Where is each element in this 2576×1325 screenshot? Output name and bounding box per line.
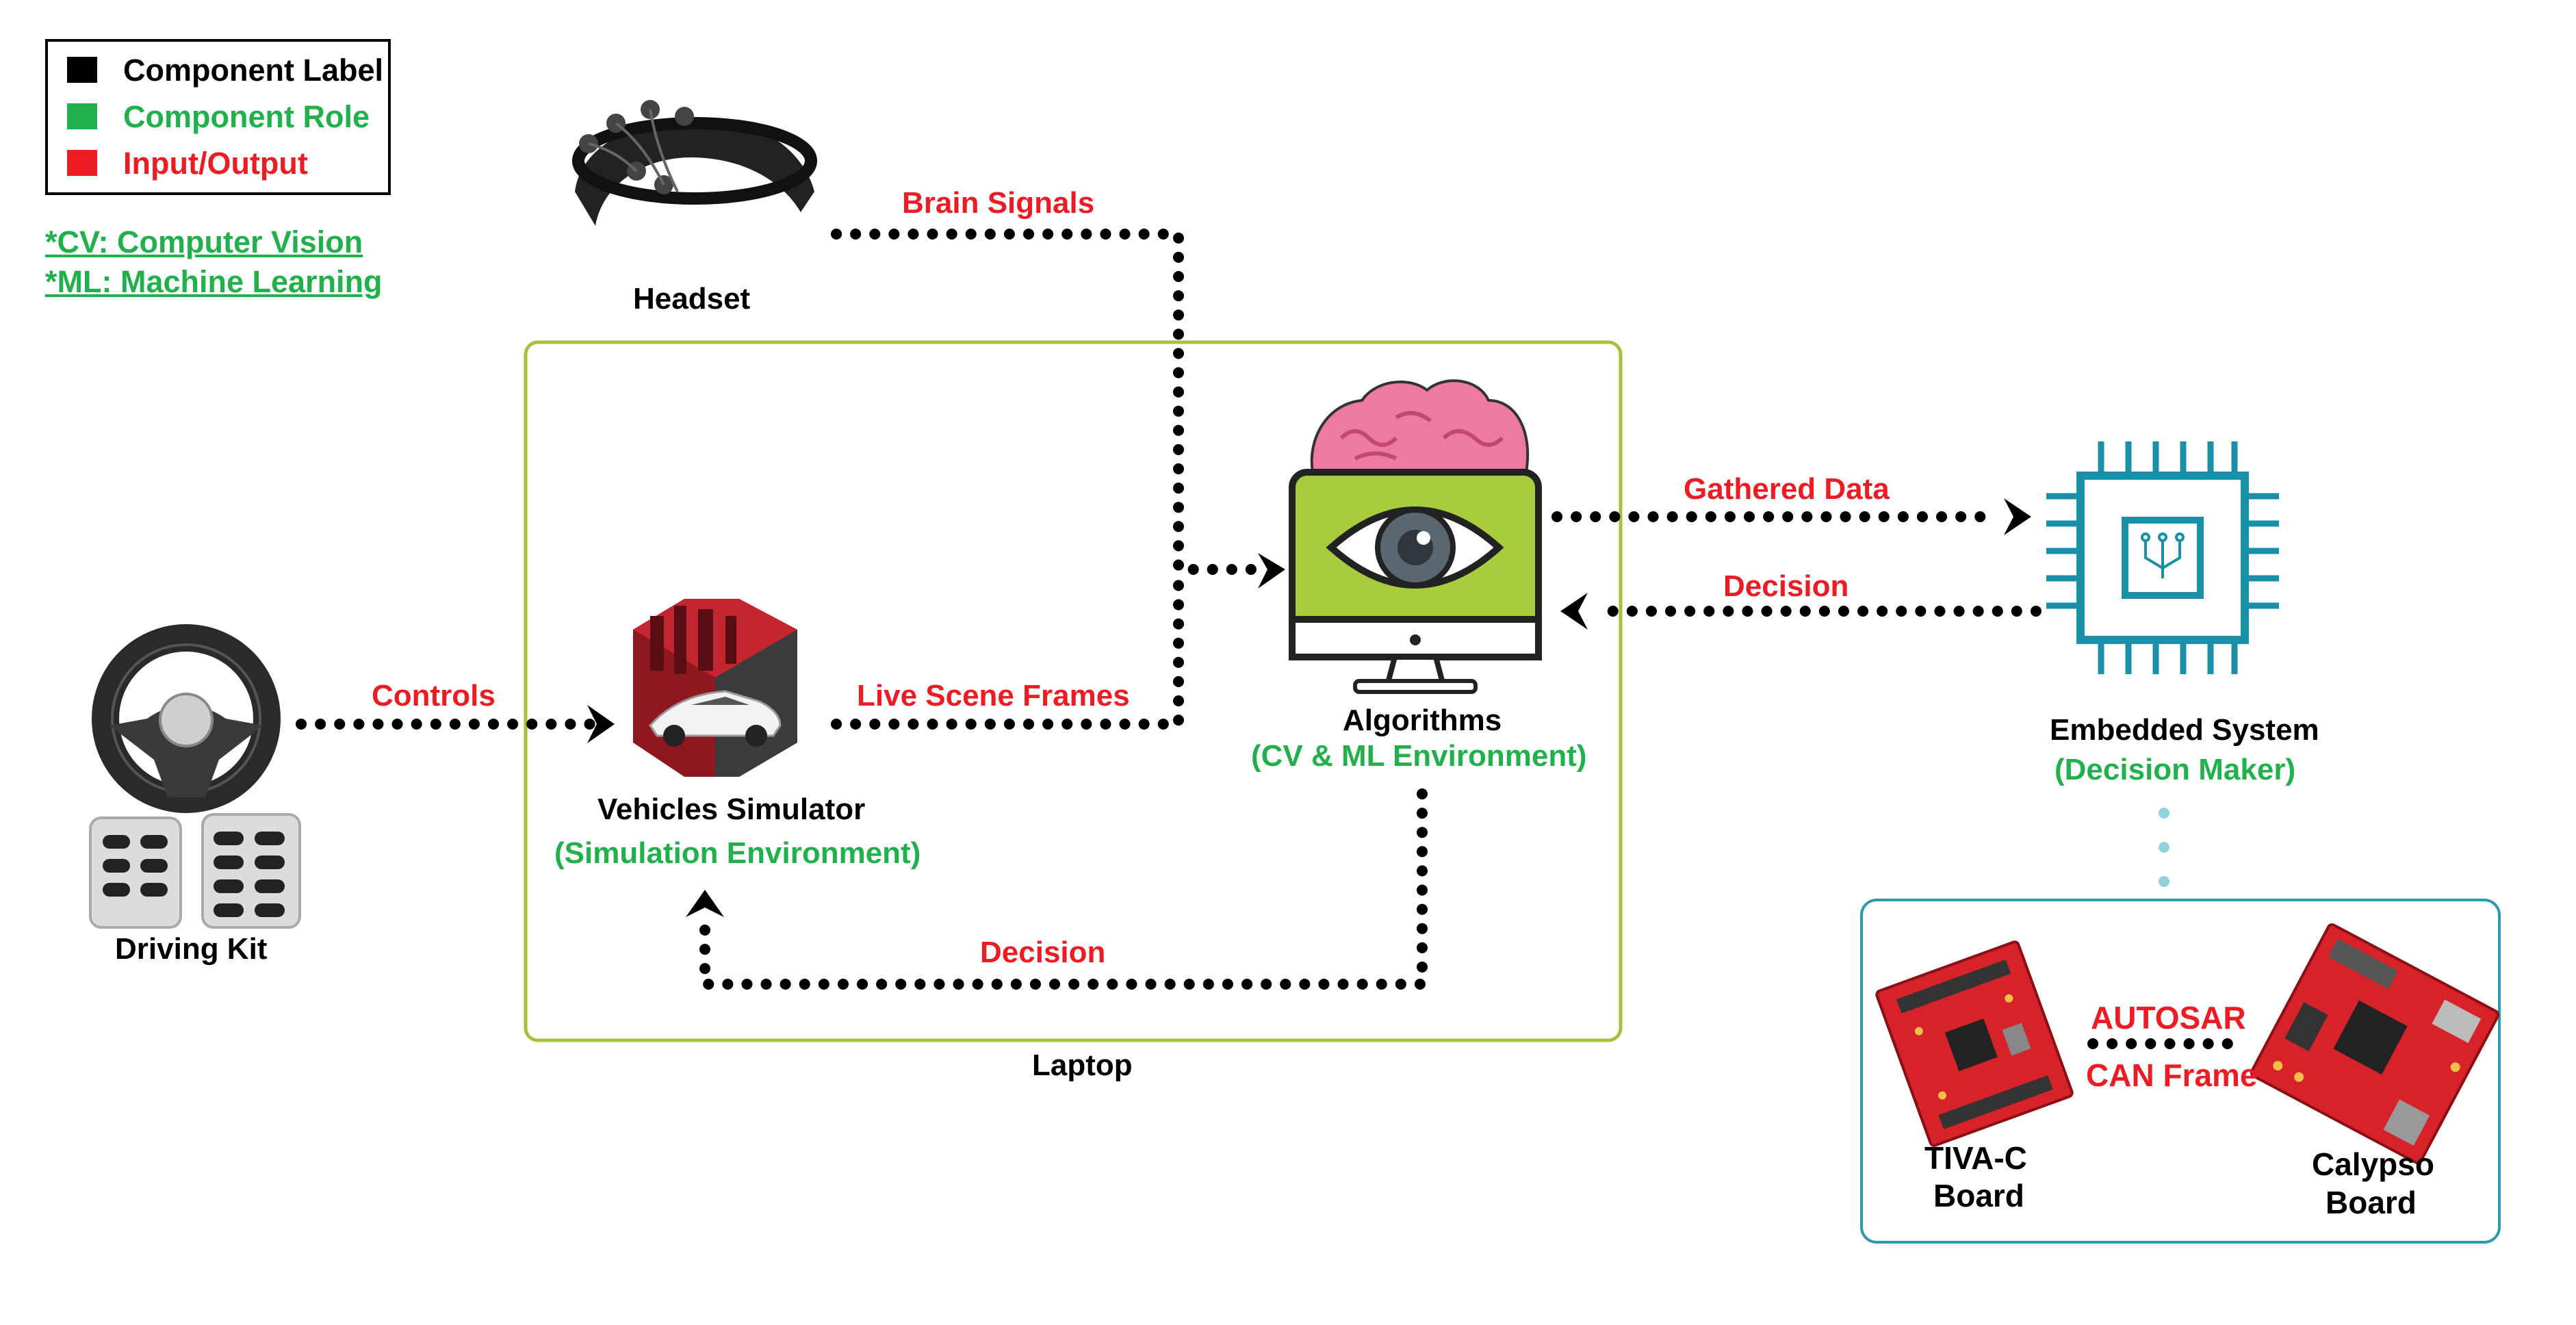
legend-text: Component Role: [123, 99, 370, 134]
link-dots: [2159, 808, 2169, 887]
embedded-system-role: (Decision Maker): [2055, 753, 2296, 786]
arrowhead-to-embedded: [2004, 498, 2031, 535]
tiva-label-line2: Board: [1933, 1178, 2024, 1213]
tiva-label-line1: TIVA-C: [1924, 1140, 2027, 1176]
dotted-connectors: [296, 229, 2252, 1049]
flow-controls: Controls: [372, 679, 495, 712]
arrowhead-to-algorithms: [1258, 553, 1285, 589]
laptop-container: [524, 340, 1623, 1042]
algorithms-label: Algorithms: [1343, 704, 1502, 737]
tiva-board-icon: [1875, 940, 2074, 1147]
calypso-board-icon: [2250, 923, 2500, 1164]
live-frames-path: [831, 564, 1184, 730]
legend-text: Input/Output: [123, 146, 308, 181]
flow-can-frame: CAN Frame: [2086, 1057, 2258, 1093]
steering-wheel-pedals-icon: [89, 624, 301, 929]
legend-swatch-black: [67, 57, 97, 83]
monitor-eye-brain-icon: [1289, 379, 1542, 694]
algorithms-role: (CV & ML Environment): [1251, 739, 1587, 773]
legend-text: Component Label: [123, 53, 383, 88]
arrowhead-to-simulator-decision: [686, 890, 724, 917]
eeg-headset-icon: [572, 100, 817, 226]
abbreviation-cv: *CV: Computer Vision: [45, 224, 363, 259]
driving-kit-label: Driving Kit: [115, 932, 268, 966]
flow-autosar: AUTOSAR: [2091, 1000, 2246, 1035]
microchip-icon: [2046, 441, 2279, 674]
racing-game-icon: [633, 599, 797, 777]
arrowheads: [587, 498, 2031, 917]
flow-live-scene-frames: Live Scene Frames: [857, 679, 1130, 712]
legend-swatch-red: [67, 150, 97, 176]
calypso-label-line2: Board: [2326, 1185, 2417, 1220]
decision-bottom-path: [699, 788, 1428, 990]
flow-decision-bottom: Decision: [980, 936, 1106, 969]
arrowhead-to-algorithms-decision: [1560, 593, 1588, 630]
arrowhead-to-simulator: [587, 705, 615, 743]
flow-gathered-data: Gathered Data: [1684, 472, 1890, 506]
laptop-label: Laptop: [1032, 1049, 1133, 1082]
flow-decision-right: Decision: [1723, 569, 1849, 603]
boards-container: [1860, 899, 2501, 1244]
abbreviation-ml: *ML: Machine Learning: [45, 264, 383, 299]
headset-label: Headset: [633, 282, 751, 316]
simulator-label: Vehicles Simulator: [597, 793, 866, 826]
embedded-system-label: Embedded System: [2050, 713, 2319, 747]
brain-signals-path: [831, 229, 1268, 575]
legend-swatch-green: [67, 103, 97, 129]
calypso-label-line1: Calypso: [2312, 1146, 2434, 1182]
flow-brain-signals: Brain Signals: [902, 186, 1095, 220]
legend: Component Label Component Role Input/Out…: [45, 39, 391, 195]
simulator-role: (Simulation Environment): [554, 836, 921, 870]
